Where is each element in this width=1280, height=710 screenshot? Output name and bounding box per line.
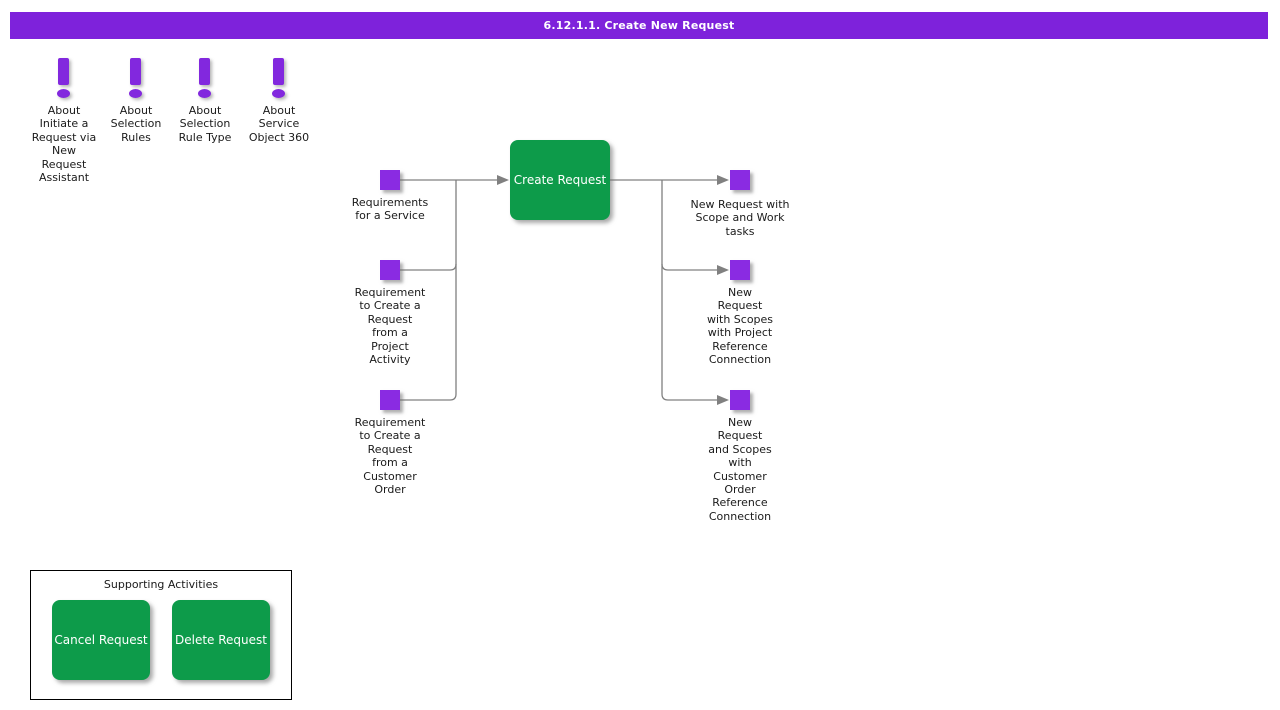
cancel-request-button[interactable]: Cancel Request (52, 600, 150, 680)
exclamation-icon (198, 58, 212, 99)
diagram-title-bar: 6.12.1.1. Create New Request (10, 12, 1268, 39)
arrowhead-output2 (717, 265, 729, 275)
input-icon-requirement-customer-order[interactable] (380, 390, 400, 410)
input-icon-requirement-project-activity[interactable] (380, 260, 400, 280)
delete-request-label: Delete Request (175, 633, 267, 647)
exclamation-icon (129, 58, 143, 99)
connector-input2-join (400, 263, 457, 271)
input-label-requirements-for-a-service: Requirements for a Service (351, 196, 429, 223)
about-link-initiate-request-via-new-request-assistant[interactable]: About Initiate a Request via New Request… (17, 58, 111, 184)
about-link-selection-rules[interactable]: About Selection Rules (89, 58, 183, 144)
exclamation-dot (272, 89, 285, 98)
arrowhead-output3 (717, 395, 729, 405)
exclamation-icon (57, 58, 71, 99)
output-label-new-request-customer-order-reference: New Request and Scopes with Customer Ord… (708, 416, 772, 523)
exclamation-bar (130, 58, 141, 85)
about-link-label: About Selection Rule Type (178, 104, 232, 144)
exclamation-icon (272, 58, 286, 99)
output-icon-new-request-scope-work-tasks[interactable] (730, 170, 750, 190)
about-link-selection-rule-type[interactable]: About Selection Rule Type (158, 58, 252, 144)
exclamation-dot (198, 89, 211, 98)
about-link-label: About Service Object 360 (248, 104, 310, 144)
arrowhead-into-process (497, 175, 509, 185)
supporting-activities-box: Supporting Activities Cancel Request Del… (30, 570, 292, 700)
output-icon-new-request-project-reference[interactable] (730, 260, 750, 280)
cancel-request-label: Cancel Request (54, 633, 148, 647)
delete-request-button[interactable]: Delete Request (172, 600, 270, 680)
about-link-label: About Initiate a Request via New Request… (31, 104, 97, 185)
exclamation-dot (57, 89, 70, 98)
output-icon-new-request-customer-order-reference[interactable] (730, 390, 750, 410)
output-label-new-request-project-reference: New Request with Scopes with Project Ref… (706, 286, 774, 367)
exclamation-dot (129, 89, 142, 98)
input-icon-requirements-for-a-service[interactable] (380, 170, 400, 190)
activity-label: Create Request (513, 173, 607, 187)
arrowhead-output1 (717, 175, 729, 185)
supporting-activities-title: Supporting Activities (103, 578, 219, 591)
exclamation-bar (273, 58, 284, 85)
exclamation-bar (199, 58, 210, 85)
activity-create-request[interactable]: Create Request (510, 140, 610, 220)
input-label-requirement-project-activity: Requirement to Create a Request from a P… (354, 286, 426, 367)
output-label-new-request-scope-work-tasks: New Request with Scope and Work tasks (690, 198, 790, 238)
page-title: 6.12.1.1. Create New Request (543, 19, 735, 32)
exclamation-bar (58, 58, 69, 85)
input-label-requirement-customer-order: Requirement to Create a Request from a C… (354, 416, 426, 497)
connector-branch-output2 (661, 263, 717, 271)
about-link-label: About Selection Rules (110, 104, 162, 144)
about-link-service-object-360[interactable]: About Service Object 360 (232, 58, 326, 144)
